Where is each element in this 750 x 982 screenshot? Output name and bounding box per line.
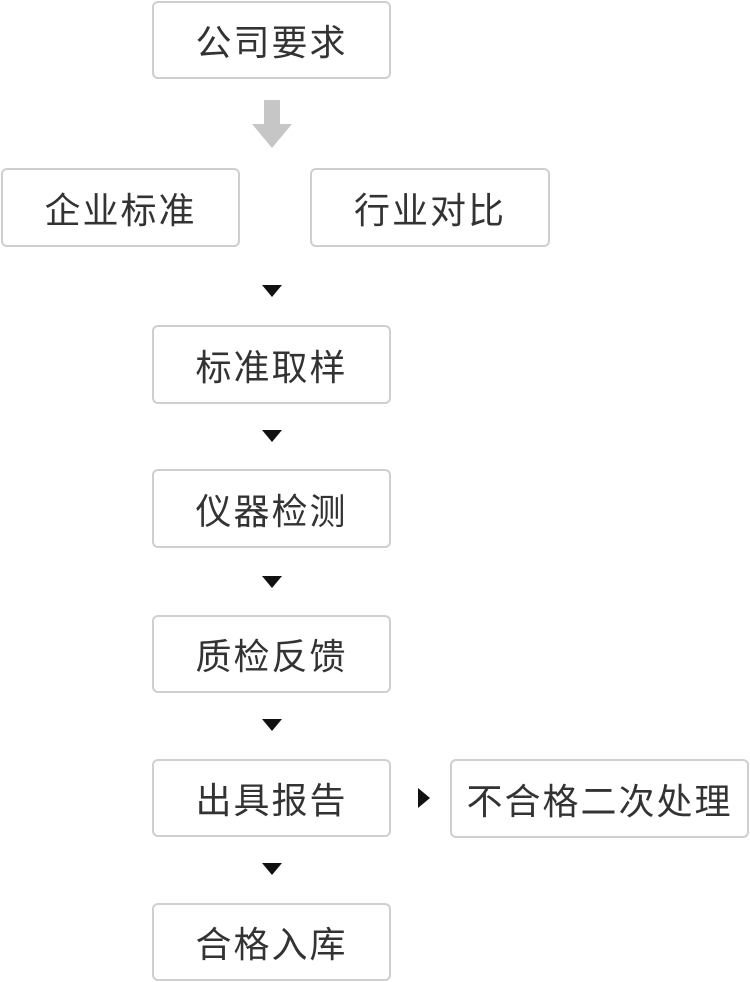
node-label: 质检反馈 bbox=[195, 637, 348, 678]
node-enterprise-standard: 企业标准 bbox=[1, 168, 240, 247]
triangle-down-icon bbox=[262, 285, 282, 297]
thick-down-arrow-icon bbox=[252, 100, 292, 150]
node-label: 仪器检测 bbox=[195, 491, 348, 533]
triangle-right-icon bbox=[418, 788, 430, 808]
node-qc-feedback: 质检反馈 bbox=[152, 615, 391, 693]
triangle-down-icon bbox=[262, 430, 282, 442]
triangle-down-icon bbox=[262, 719, 282, 731]
node-company-requirement: 公司要求 bbox=[152, 1, 391, 79]
node-label: 行业对比 bbox=[353, 190, 506, 232]
node-label: 标准取样 bbox=[195, 347, 348, 389]
node-instrument-testing: 仪器检测 bbox=[152, 469, 391, 548]
triangle-down-icon bbox=[262, 863, 282, 875]
triangle-down-icon bbox=[262, 576, 282, 588]
node-label: 不合格二次处理 bbox=[466, 781, 733, 823]
node-unqualified-reprocess: 不合格二次处理 bbox=[450, 759, 749, 838]
node-qualified-storage: 合格入库 bbox=[152, 903, 391, 981]
node-issue-report: 出具报告 bbox=[152, 759, 391, 837]
node-industry-comparison: 行业对比 bbox=[310, 168, 550, 247]
node-standard-sampling: 标准取样 bbox=[152, 325, 391, 404]
node-label: 合格入库 bbox=[195, 925, 348, 966]
node-label: 企业标准 bbox=[44, 190, 197, 232]
node-label: 公司要求 bbox=[195, 23, 348, 64]
node-label: 出具报告 bbox=[195, 781, 348, 822]
